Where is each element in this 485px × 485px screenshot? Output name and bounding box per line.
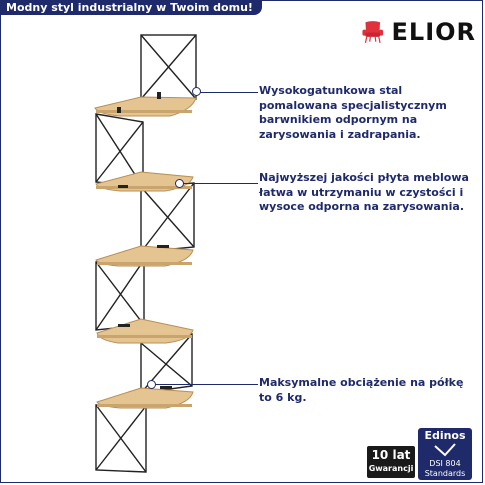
feature-note-load: Maksymalne obciążenie na półkę to 6 kg. (259, 376, 464, 404)
warranty-label: Gwarancji (368, 464, 414, 473)
callout-dot-3 (147, 380, 156, 389)
feature-note-steel: Wysokogatunkowa stal pomalowana specjali… (259, 84, 447, 141)
edinos-standard: DSI 804 (429, 459, 461, 468)
brand-logo: ELIOR (360, 12, 476, 52)
feature-note-board: Najwyższej jakości płyta meblowa łatwa w… (259, 171, 469, 213)
leader-line-3 (152, 384, 258, 385)
edinos-standards-label: Standards (424, 469, 466, 478)
brand-name: ELIOR (391, 18, 476, 46)
edinos-badge: Edinos DSI 804 Standards (418, 428, 472, 480)
warranty-years: 10 lat (371, 448, 411, 462)
leader-line-2 (180, 183, 258, 184)
callout-dot-1 (192, 87, 201, 96)
callout-dot-2 (175, 179, 184, 188)
checkmark-icon (434, 443, 456, 457)
leader-line-1 (196, 92, 258, 93)
promo-banner: Modny styl industrialny w Twoim domu! (0, 0, 262, 15)
armchair-icon (362, 21, 384, 44)
warranty-badge: 10 lat Gwarancji (367, 446, 415, 478)
edinos-title: Edinos (424, 429, 466, 442)
